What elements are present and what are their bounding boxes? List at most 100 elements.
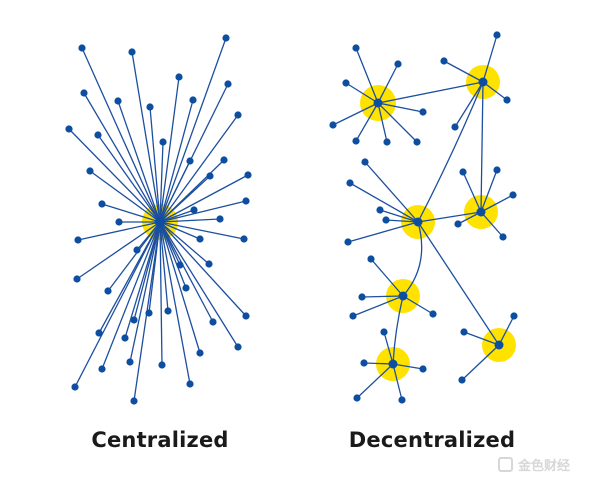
central-node	[146, 103, 154, 111]
central-node	[158, 361, 166, 369]
decentral-hub-link	[417, 211, 482, 223]
central-node	[65, 125, 73, 133]
decentral-node	[342, 79, 350, 87]
decentral-node	[329, 121, 337, 129]
decentral-node	[454, 220, 462, 228]
decentral-hub-link	[417, 81, 484, 223]
decentral-node	[499, 233, 507, 241]
central-node	[78, 44, 86, 52]
central-edge	[159, 221, 169, 312]
decentral-edge	[461, 344, 500, 381]
decentral-edge	[480, 211, 504, 238]
central-edge	[159, 200, 247, 223]
decentral-hub-link	[417, 221, 500, 346]
central-node	[220, 156, 228, 164]
decentral-node	[344, 238, 352, 246]
central-node	[196, 349, 204, 357]
central-node	[190, 206, 198, 214]
decentral-edge	[377, 102, 424, 113]
central-node	[104, 287, 112, 295]
watermark-logo-icon	[498, 457, 513, 472]
decentral-edge	[402, 295, 434, 315]
decentral-edge	[377, 102, 418, 143]
decentral-node	[493, 166, 501, 174]
central-node	[196, 235, 204, 243]
decentral-edge	[480, 169, 498, 213]
decentral-hub-node	[373, 98, 383, 108]
decentral-edge	[370, 258, 404, 297]
decentral-node	[358, 293, 366, 301]
decentral-hub-node	[388, 359, 398, 369]
central-edge	[101, 203, 161, 223]
central-edge	[68, 128, 161, 223]
decentral-edge	[482, 34, 498, 83]
decentral-node	[503, 96, 511, 104]
decentral-hub-link	[377, 81, 484, 104]
central-node	[206, 172, 214, 180]
decentral-edge	[345, 82, 379, 104]
decentral-edge	[463, 331, 500, 346]
decentral-edge	[364, 161, 419, 223]
decentral-edge	[377, 102, 388, 143]
central-node	[159, 138, 167, 146]
decentral-edge	[355, 47, 379, 104]
decentral-hub-node	[494, 340, 504, 350]
decentral-node	[353, 394, 361, 402]
central-node	[205, 260, 213, 268]
central-edge	[159, 221, 201, 240]
central-edge	[159, 218, 221, 223]
central-edge	[97, 134, 161, 223]
central-node	[176, 261, 184, 269]
decentral-edge	[349, 182, 419, 223]
decentral-edge	[356, 363, 394, 399]
decentral-node	[451, 123, 459, 131]
decentral-node	[346, 179, 354, 187]
decentral-edge	[347, 221, 419, 243]
decentral-edge	[482, 81, 508, 101]
central-edge	[89, 170, 161, 223]
central-edge	[107, 221, 161, 292]
central-node	[130, 316, 138, 324]
central-edge	[159, 175, 211, 223]
central-edge	[159, 76, 180, 223]
central-node	[224, 80, 232, 88]
central-node	[133, 246, 141, 254]
decentral-node	[360, 359, 368, 367]
decentral-hub-node	[398, 291, 408, 301]
central-edge	[159, 221, 187, 289]
central-edge	[159, 221, 239, 348]
decentral-edge	[332, 102, 379, 126]
central-node	[73, 275, 81, 283]
decentral-node	[361, 158, 369, 166]
decentral-edge	[462, 171, 482, 213]
decentral-node	[383, 138, 391, 146]
decentral-hub-link	[480, 81, 484, 213]
central-edge	[81, 47, 161, 223]
central-node	[186, 157, 194, 165]
decentral-node	[419, 108, 427, 116]
central-node	[175, 73, 183, 81]
central-edge	[159, 221, 245, 240]
central-edge	[101, 221, 161, 370]
central-node	[242, 312, 250, 320]
central-node	[98, 200, 106, 208]
decentral-edge	[392, 363, 403, 401]
decentral-edge	[383, 331, 394, 365]
central-node	[114, 97, 122, 105]
decentral-node	[413, 138, 421, 146]
decentral-edge	[379, 209, 419, 223]
decentral-edge	[377, 63, 399, 104]
central-node	[186, 380, 194, 388]
decentral-node	[380, 328, 388, 336]
central-hub-node	[155, 217, 165, 227]
central-edge	[159, 221, 163, 366]
central-edge	[159, 174, 249, 223]
central-node	[182, 284, 190, 292]
decentral-node	[376, 206, 384, 214]
central-node	[86, 167, 94, 175]
centralized-network	[65, 34, 252, 405]
decentral-hub-node	[413, 217, 423, 227]
central-node	[121, 334, 129, 342]
decentral-node	[458, 376, 466, 384]
central-node	[240, 235, 248, 243]
